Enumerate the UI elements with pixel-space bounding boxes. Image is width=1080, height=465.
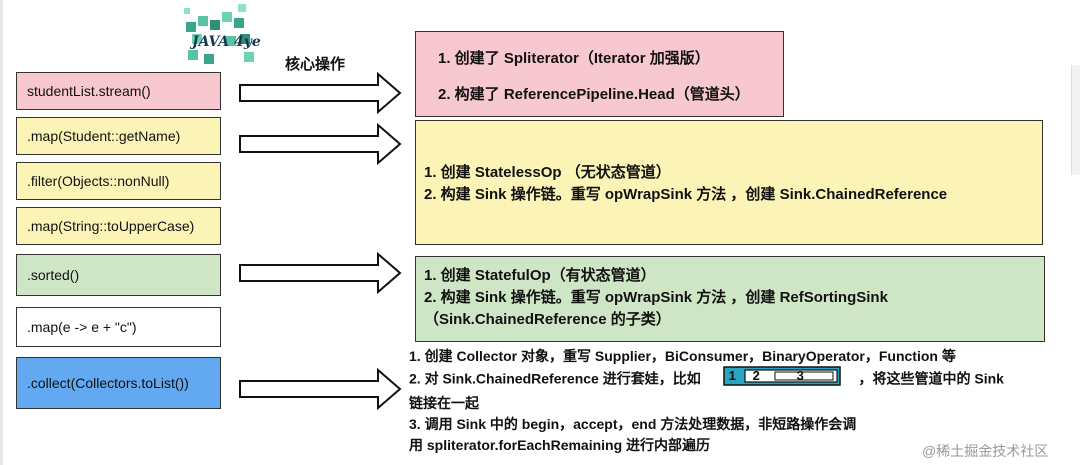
- nested-label-1: 1: [728, 368, 736, 383]
- scrollbar[interactable]: [1071, 65, 1080, 175]
- arrow-collect: [239, 368, 402, 410]
- collect-step-1: 1. 创建 Collector 对象，重写 Supplier，BiConsume…: [409, 348, 956, 364]
- nested-label-3: 3: [796, 368, 804, 383]
- arrow-head: [239, 72, 402, 114]
- collect-step-2-text: 2. 对 Sink.ChainedReference 进行套娃，比如: [409, 370, 701, 387]
- op-stream: studentList.stream(): [16, 72, 221, 110]
- watermark: @稀土掘金技术社区: [922, 443, 1049, 459]
- op-sorted: .sorted(): [16, 254, 221, 296]
- logo-graphic: [184, 4, 254, 64]
- op-filter-nonnull: .filter(Objects::nonNull): [16, 162, 221, 200]
- collect-step-2: 2. 对 Sink.ChainedReference 进行套娃，比如 1 2 3…: [409, 366, 1077, 393]
- stateless-line-2: 2. 构建 Sink 操作链。重写 opWrapSink 方法 ，创建 Sink…: [424, 186, 948, 203]
- stateful-line-2: 2. 构建 Sink 操作链。重写 opWrapSink 方法 ，创建 RefS…: [424, 289, 888, 306]
- op-map-touppercase: .map(String::toUpperCase): [16, 207, 221, 245]
- stateful-line-1: 1. 创建 StatefulOp（有状态管道）: [424, 267, 656, 284]
- stateful-description-box: 1. 创建 StatefulOp（有状态管道） 2. 构建 Sink 操作链。重…: [415, 256, 1045, 342]
- core-title: 核心操作: [285, 56, 346, 73]
- left-edge-line: [0, 0, 3, 465]
- java4ye-logo: JAVA 4ye: [178, 4, 268, 76]
- head-description-box: 1. 创建了 Spliterator（Iterator 加强版） 2. 构建了 …: [415, 31, 784, 117]
- stateless-line-1: 1. 创建 StatelessOp （无状态管道）: [424, 164, 671, 181]
- nested-label-2: 2: [752, 368, 760, 383]
- arrow-stateful: [239, 252, 402, 294]
- collect-step-2-tail: ，将这些管道中的 Sink: [858, 370, 1004, 387]
- collect-step-3: 3. 调用 Sink 中的 begin，accept，end 方法处理数据，非短…: [409, 416, 857, 432]
- collect-steps: 1. 创建 Collector 对象，重写 Supplier，BiConsume…: [409, 346, 1077, 456]
- collect-step-2-cont: 链接在一起: [409, 395, 479, 411]
- nested-sink-diagram: 1 2 3: [722, 366, 841, 392]
- collect-step-3-cont: 用 spliterator.forEachRemaining 进行内部遍历: [409, 437, 711, 453]
- logo-text: JAVA 4ye: [192, 34, 261, 50]
- nested-sink-graphic: [722, 366, 841, 386]
- head-line-2: 2. 构建了 ReferencePipeline.Head（管道头）: [438, 86, 750, 103]
- op-collect: .collect(Collectors.toList()): [16, 357, 221, 409]
- op-map-getname: .map(Student::getName): [16, 117, 221, 155]
- head-line-1: 1. 创建了 Spliterator（Iterator 加强版）: [438, 50, 710, 67]
- stateful-line-3: （Sink.ChainedReference 的子类）: [424, 311, 671, 328]
- op-map-lambda: .map(e -> e + "c"): [16, 307, 221, 347]
- arrow-stateless: [239, 123, 402, 165]
- stateless-description-box: 1. 创建 StatelessOp （无状态管道） 2. 构建 Sink 操作链…: [415, 120, 1043, 245]
